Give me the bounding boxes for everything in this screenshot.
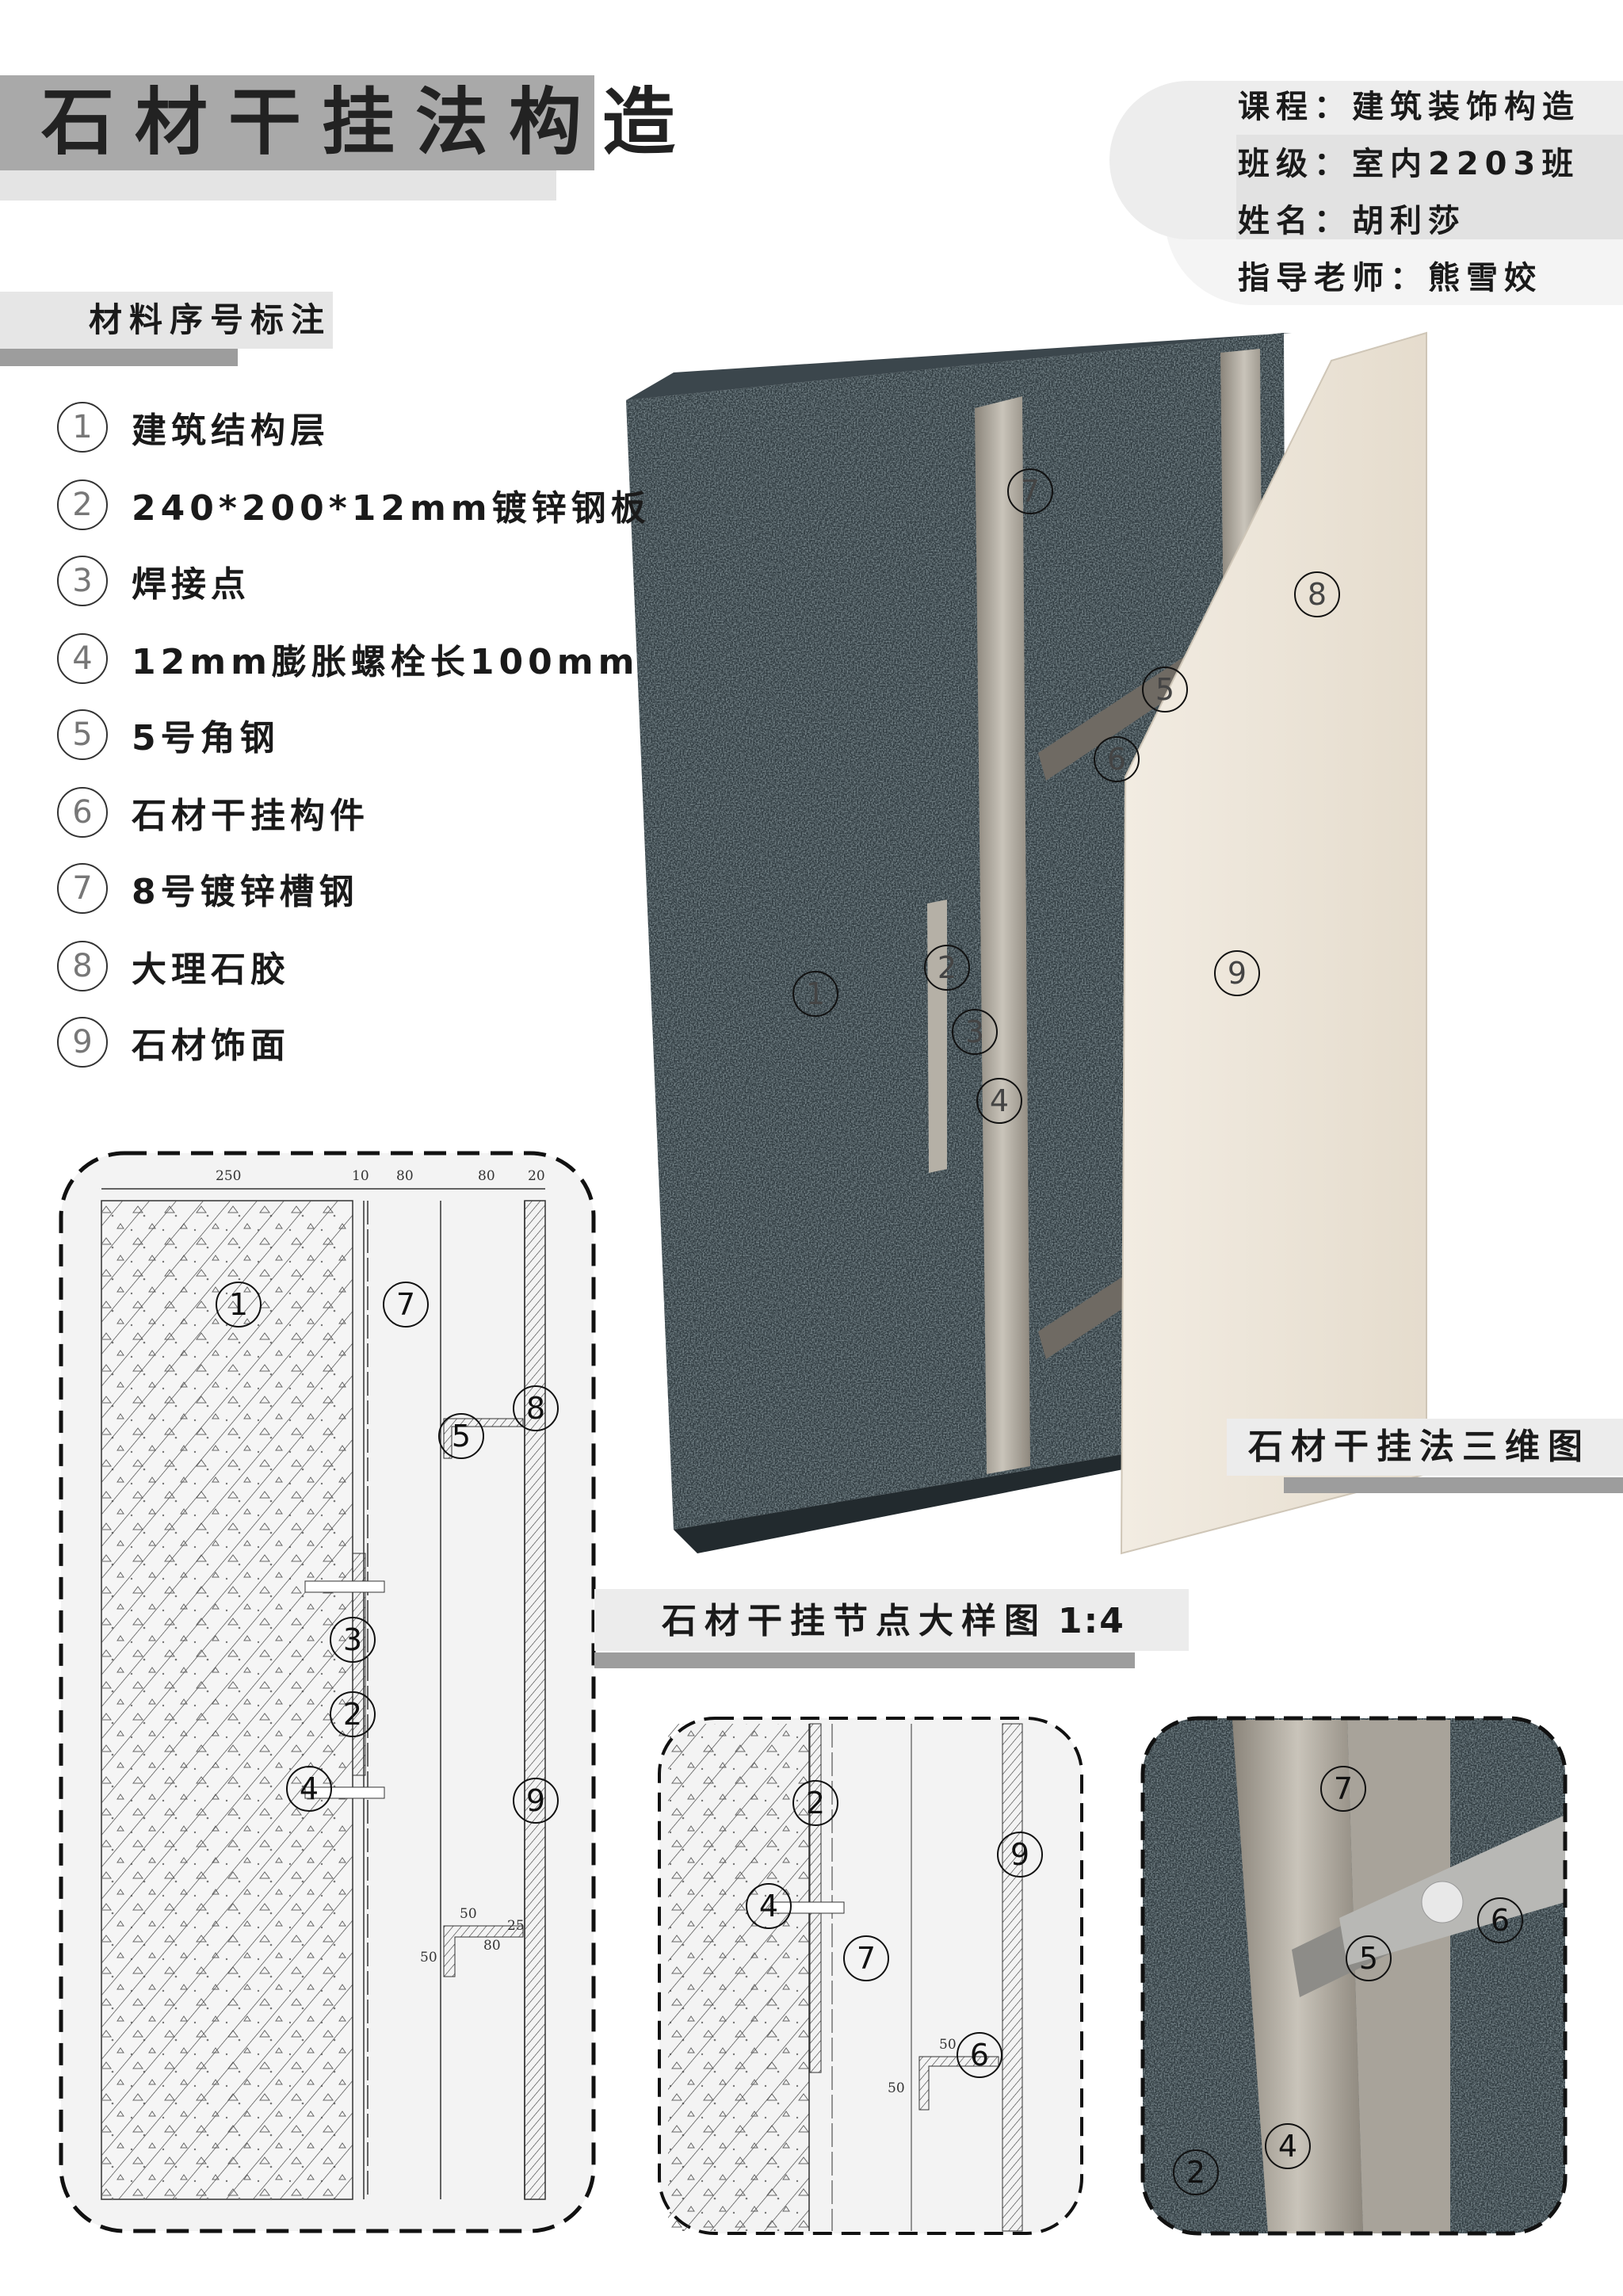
photo-label: 2 [1173,2149,1219,2195]
dimension: 80 [478,1168,495,1184]
legend-item: 7 8号镀锌槽钢 [57,860,359,917]
legend-label: 石材饰面 [132,1026,290,1066]
legend-item: 2 240*200*12mm镀锌钢板 [57,476,651,533]
3d-label: 3 [952,1009,998,1055]
photo-label: 4 [1265,2123,1311,2169]
legend-number: 3 [57,556,108,606]
info-course: 课程：建筑装饰构造 [1238,89,1580,125]
detail-scale: 1:4 [1058,1601,1125,1641]
legend-header-bg [0,292,333,349]
3d-label: 6 [1094,736,1140,782]
3d-label: 8 [1294,571,1340,617]
dimension: 25 [507,1918,525,1934]
detail-label: 2 [330,1691,376,1737]
legend-number: 1 [57,402,108,453]
legend-item: 1 建筑结构层 [57,399,330,456]
dimension: 50 [939,2037,957,2053]
legend-item: 3 焊接点 [57,552,250,609]
dimension: 80 [483,1938,501,1954]
detail-label: 9 [513,1778,559,1824]
legend-label: 240*200*12mm镀锌钢板 [132,488,651,529]
photo-label: 7 [1320,1766,1366,1812]
dimension: 50 [460,1906,477,1922]
3d-label: 7 [1007,468,1053,514]
legend-label: 12mm膨胀螺栓长100mm [132,642,640,682]
detail-label: 7 [383,1282,429,1328]
detail-label: 8 [513,1385,559,1431]
3d-label: 5 [1142,667,1188,712]
legend-number: 7 [57,863,108,914]
legend-item: 5 5号角钢 [57,706,280,763]
info-teacher: 指导老师：熊雪姣 [1238,260,1542,296]
small-detail-label: 4 [746,1883,792,1929]
3d-label: 1 [792,971,838,1017]
dimension: 50 [888,2080,905,2096]
detail-label: 4 [286,1766,332,1812]
title-underline [0,170,556,201]
small-detail-label: 7 [843,1935,889,1981]
legend-number: 2 [57,479,108,530]
small-detail-label: 2 [792,1780,838,1826]
3d-caption-bg [1227,1419,1623,1476]
legend-title: 材料序号标注 [89,300,332,339]
detail-caption-bg [594,1589,1189,1651]
legend-label: 焊接点 [132,564,250,605]
legend-item: 4 12mm膨胀螺栓长100mm [57,630,639,687]
3d-caption: 石材干挂法三维图 [1248,1427,1591,1467]
legend-label: 石材干挂构件 [132,796,369,836]
legend-number: 8 [57,941,108,991]
detail-caption: 石材干挂节点大样图 [662,1601,1047,1641]
dimension: 80 [396,1168,414,1184]
legend-item: 9 石材饰面 [57,1014,290,1071]
title-bar [0,75,594,170]
info-class: 班级：室内2203班 [1238,146,1580,182]
page-title: 石材干挂法构造 [41,80,697,165]
small-detail-label: 6 [957,2032,1002,2078]
detail-drawing [59,1151,596,2233]
legend-item: 6 石材干挂构件 [57,784,369,841]
3d-label: 9 [1214,950,1260,996]
3d-label: 2 [924,945,970,991]
legend-label: 大理石胶 [132,949,290,990]
legend-number: 9 [57,1017,108,1068]
small-detail-label: 9 [997,1832,1043,1878]
dimension: 50 [420,1950,437,1966]
3d-view [626,331,1427,1555]
info-name: 姓名：胡利莎 [1238,203,1466,239]
detail-label: 1 [216,1282,262,1328]
photo-label: 5 [1346,1935,1392,1981]
info-background [1236,135,1623,239]
dimension: 10 [352,1168,369,1184]
dimension: 250 [216,1168,242,1184]
legend-label: 5号角钢 [132,718,280,758]
legend-item: 8 大理石胶 [57,938,290,995]
legend-number: 4 [57,633,108,684]
legend-label: 8号镀锌槽钢 [132,872,359,912]
legend-label: 建筑结构层 [132,411,330,451]
detail-label: 5 [438,1413,484,1459]
detail-label: 3 [330,1617,376,1663]
detail-drawing-small [658,1717,1083,2235]
3d-caption-underline [1284,1477,1623,1493]
3d-label: 4 [976,1078,1022,1124]
legend-number: 5 [57,709,108,760]
legend-header-underline [0,349,238,366]
legend-number: 6 [57,787,108,838]
detail-caption-underline [594,1652,1135,1668]
dimension: 20 [528,1168,545,1184]
photo-label: 6 [1477,1897,1523,1943]
